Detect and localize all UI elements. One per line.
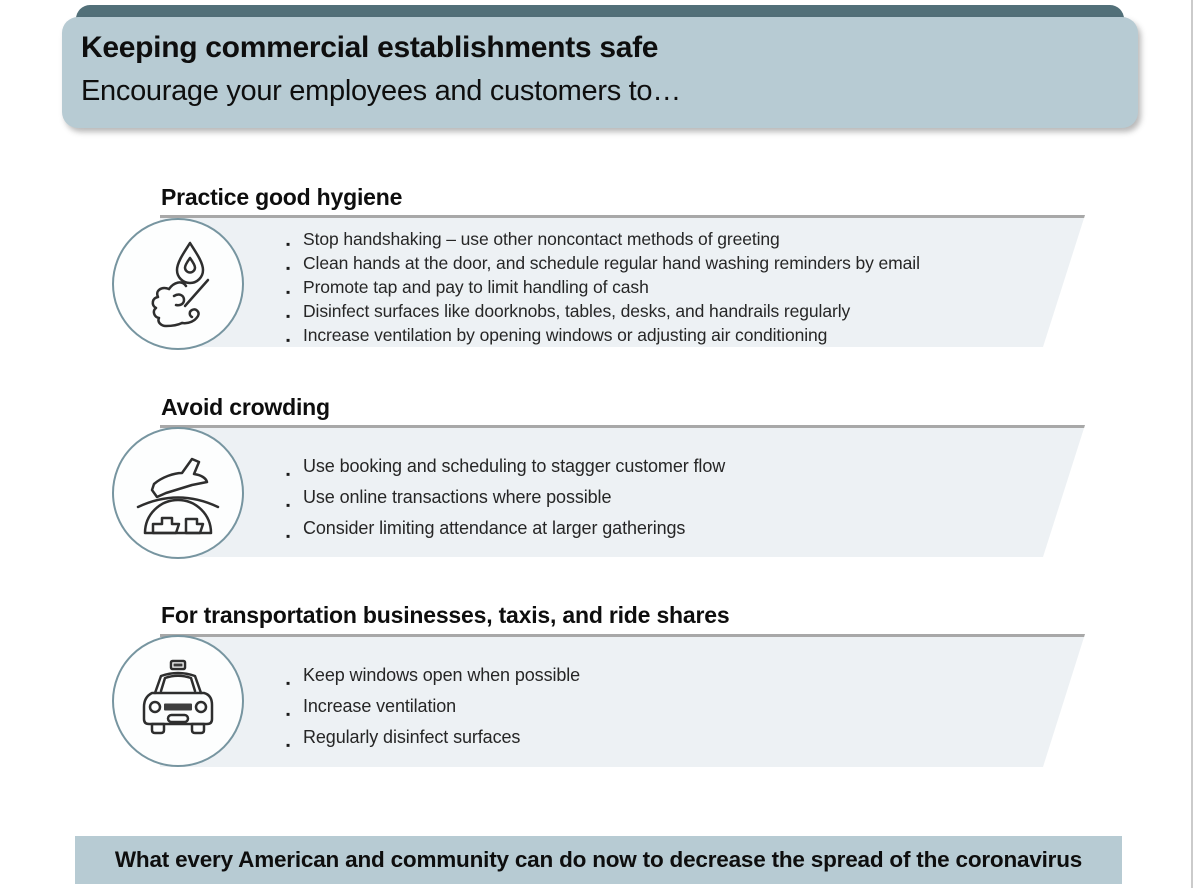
section-heading-hygiene: Practice good hygiene [161,184,403,210]
list-item: Disinfect surfaces like doorknobs, table… [286,299,920,323]
header-banner: Keeping commercial establishments safe E… [62,17,1138,128]
panel-hygiene: Stop handshaking – use other noncontact … [160,215,1085,347]
list-item: Use booking and scheduling to stagger cu… [286,451,725,482]
list-item: Keep windows open when possible [286,660,580,691]
icon-circle-hygiene [112,218,244,350]
bullet-list-transportation: Keep windows open when possible Increase… [286,660,580,753]
bullet-list-hygiene: Stop handshaking – use other noncontact … [286,227,920,347]
page-subtitle: Encourage your employees and customers t… [81,75,681,107]
list-item: Increase ventilation [286,691,580,722]
footer-text: What every American and community can do… [114,847,1083,872]
footer-banner: What every American and community can do… [75,836,1122,884]
section-heading-transportation: For transportation businesses, taxis, an… [161,602,730,628]
list-item: Consider limiting attendance at larger g… [286,513,725,544]
airplane-globe-icon [136,457,220,535]
list-item: Promote tap and pay to limit handling of… [286,275,920,299]
list-item: Clean hands at the door, and schedule re… [286,251,920,275]
panel-crowding: Use booking and scheduling to stagger cu… [160,425,1085,557]
list-item: Stop handshaking – use other noncontact … [286,227,920,251]
section-heading-crowding: Avoid crowding [161,394,330,420]
icon-circle-transportation [112,635,244,767]
taxi-icon [142,659,214,735]
list-item: Increase ventilation by opening windows … [286,323,920,347]
panel-transportation: Keep windows open when possible Increase… [160,634,1085,767]
frame-edge-line [1191,0,1193,888]
page-title: Keeping commercial establishments safe [81,31,659,64]
bullet-list-crowding: Use booking and scheduling to stagger cu… [286,451,725,544]
icon-circle-crowding [112,427,244,559]
list-item: Regularly disinfect surfaces [286,722,580,753]
list-item: Use online transactions where possible [286,482,725,513]
hand-washing-icon [151,241,210,328]
